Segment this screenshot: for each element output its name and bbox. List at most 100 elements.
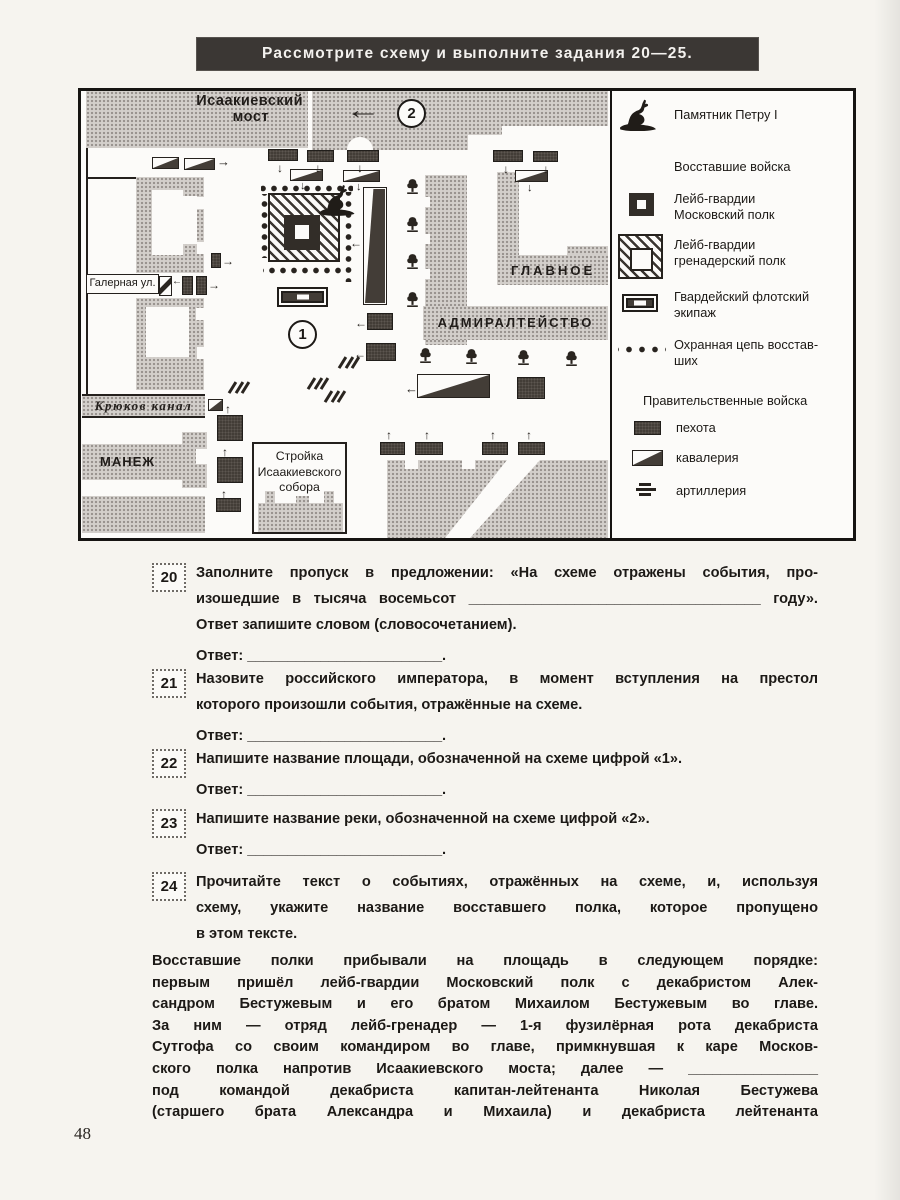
answer-line: Ответ: ________________________. bbox=[196, 842, 447, 858]
task-text-line: Напишите название реки, обозначенной на … bbox=[196, 811, 650, 827]
passage-line: Сутгофа со своим командиром во главе, пр… bbox=[152, 1039, 818, 1056]
movement-arrow-icon: ↑ bbox=[386, 428, 392, 442]
infantry-unit bbox=[517, 377, 545, 399]
infantry-unit bbox=[217, 415, 243, 441]
infantry-unit bbox=[347, 150, 379, 162]
glavnoe-label: ГЛАВНОЕ bbox=[511, 263, 596, 278]
infantry-unit bbox=[482, 442, 508, 455]
infantry-unit bbox=[217, 457, 243, 483]
artillery-unit-icon bbox=[323, 390, 347, 408]
movement-arrow-icon: ↓ bbox=[277, 161, 283, 175]
flag-icon bbox=[159, 276, 172, 296]
square-marker-1: 1 bbox=[288, 320, 317, 349]
movement-arrow-icon: ↓ bbox=[315, 161, 321, 175]
page-number: 48 bbox=[74, 1124, 91, 1143]
legend-group-header: Правительственные войска bbox=[643, 393, 808, 408]
river-flow-arrow-icon: ← bbox=[345, 97, 381, 124]
courtyard bbox=[183, 196, 197, 244]
wall-notch bbox=[423, 234, 430, 244]
infantry-icon bbox=[634, 421, 661, 435]
task-text-line: Ответ запишите словом (словосочетанием). bbox=[196, 617, 517, 633]
movement-arrow-icon: ← bbox=[350, 236, 362, 250]
infantry-unit bbox=[415, 442, 443, 455]
movement-arrow-icon: ↓ bbox=[356, 181, 362, 193]
task-number-box: 22 bbox=[152, 749, 186, 778]
moscow-regiment-icon bbox=[629, 193, 654, 216]
glavnoe-block-vertical bbox=[497, 172, 519, 258]
wall-notch bbox=[197, 347, 205, 359]
infantry-unit bbox=[216, 498, 241, 512]
movement-arrow-icon: ↓ bbox=[527, 182, 533, 194]
isaakievsky-bridge-band bbox=[86, 91, 308, 148]
task-text-line: которого произошли события, отражённые н… bbox=[196, 697, 583, 713]
tree-icon bbox=[407, 292, 418, 307]
bridge-label: Исаакиевский мост bbox=[141, 93, 303, 125]
guard-chain bbox=[345, 192, 352, 282]
glavnoe-block: ГЛАВНОЕ bbox=[497, 255, 608, 285]
glavnoe-block-step bbox=[567, 246, 608, 256]
manezh-label: МАНЕЖ bbox=[100, 454, 156, 469]
fleet-crew-icon bbox=[622, 294, 658, 312]
passage-line: (старшего брата Александра и Михаила) и … bbox=[152, 1104, 818, 1121]
embankment-line bbox=[86, 148, 88, 395]
cavalry-icon bbox=[632, 450, 663, 466]
tree-icon bbox=[407, 179, 418, 194]
wall-notch bbox=[196, 308, 205, 320]
wall-notch bbox=[462, 460, 475, 469]
passage-line: сандром Бестужевым и его братом Михаилом… bbox=[152, 996, 818, 1013]
cavalry-unit bbox=[184, 158, 215, 170]
stroyka-box: Стройка Исаакиевского собора bbox=[252, 442, 347, 534]
task-number-box: 21 bbox=[152, 669, 186, 698]
infantry-unit bbox=[533, 151, 558, 162]
infantry-unit bbox=[380, 442, 405, 455]
cavalry-unit bbox=[290, 169, 323, 181]
passage-line: первым пришёл лейб-гвардии Московский по… bbox=[152, 974, 818, 991]
galernaya-street-text: Галерная ул. bbox=[89, 277, 156, 289]
movement-arrow-icon: ↓ bbox=[543, 162, 549, 176]
movement-arrow-icon: → bbox=[222, 254, 234, 268]
wall-notch bbox=[196, 197, 205, 209]
infantry-unit bbox=[367, 313, 393, 330]
answer-line: Ответ: ________________________. bbox=[196, 782, 447, 798]
infantry-unit bbox=[366, 343, 396, 361]
bridge-label-line2: мост bbox=[232, 109, 269, 125]
river-marker-2: 2 bbox=[397, 99, 426, 128]
construction-site bbox=[258, 491, 343, 532]
passage-line: За ним — отряд лейб-гренадер — 1-я фузил… bbox=[152, 1017, 818, 1034]
task-text-line: Напишите название площади, обозначенной … bbox=[196, 751, 683, 767]
legend-label: артиллерия bbox=[676, 483, 747, 498]
legend-label: кавалерия bbox=[676, 450, 739, 465]
manezh-wing bbox=[182, 432, 207, 488]
troop-units-layer: →↓↓↓↓↓↓↓↓→←→↑↑↑↑↑↑↑←←←← bbox=[81, 91, 853, 538]
infantry-unit bbox=[307, 150, 334, 162]
monument-peter-icon bbox=[319, 185, 355, 216]
legend-label: Лейб-гвардии Московский полк bbox=[674, 191, 775, 222]
wall-notch bbox=[423, 197, 430, 207]
movement-arrow-icon: ↑ bbox=[225, 402, 231, 416]
task-text-line: схему, укажите название восставшего полк… bbox=[196, 900, 818, 916]
monument-icon bbox=[620, 99, 656, 131]
guard-chain bbox=[263, 267, 347, 274]
grenadier-regiment-icon bbox=[618, 234, 663, 279]
movement-arrow-icon: → bbox=[217, 154, 230, 169]
answer-line: Ответ: ________________________. bbox=[196, 648, 447, 664]
scheme-map: Исаакиевский мост ← 2 Галерная ул. Крюко… bbox=[78, 88, 856, 541]
infantry-unit bbox=[518, 442, 545, 455]
legend-label: Охранная цепь восстав- ших bbox=[674, 337, 819, 368]
cavalry-unit bbox=[208, 399, 223, 411]
wall-notch bbox=[405, 460, 418, 469]
legend-panel: Памятник Петру I Восставшие войска Лейб-… bbox=[610, 91, 853, 538]
legend-label: пехота bbox=[676, 420, 716, 435]
movement-arrow-icon: ↑ bbox=[424, 428, 430, 442]
cavalry-unit bbox=[515, 170, 548, 182]
tree-icon bbox=[407, 217, 418, 232]
admiralty-band: АДМИРАЛТЕЙСТВО bbox=[423, 306, 608, 340]
page-title: Рассмотрите схему и выполните задания 20… bbox=[196, 37, 759, 71]
guard-chain-icon bbox=[618, 345, 666, 354]
legend-group-header: Восставшие войска bbox=[674, 159, 791, 174]
infantry-unit bbox=[196, 276, 207, 295]
tree-icon bbox=[518, 350, 529, 365]
infantry-unit bbox=[268, 149, 298, 161]
